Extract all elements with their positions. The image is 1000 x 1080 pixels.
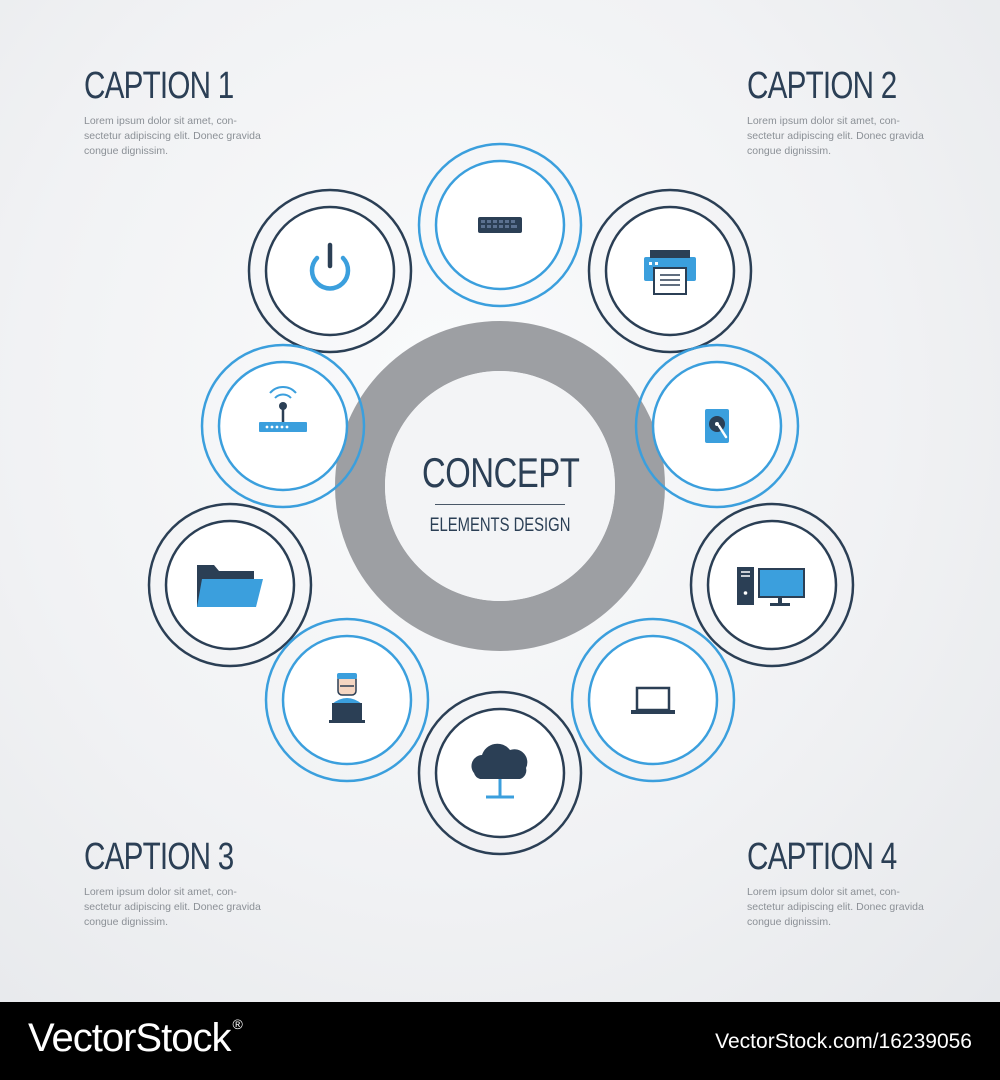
node-programmer [264,617,430,783]
caption-1: CAPTION 1 Lorem ipsum dolor sit amet, co… [84,66,284,159]
desktop-computer-icon [737,567,805,606]
printer-icon [644,250,696,295]
watermark-bar: VectorStock® VectorStock.com/16239056 [0,1002,1000,1080]
node-printer [587,188,753,354]
outer-ring [247,188,413,354]
title-divider [435,504,565,505]
caption-body: Lorem ipsum dolor sit amet, con-sectetur… [747,886,924,928]
center-ring [335,321,665,651]
router-icon [259,386,307,432]
caption-3: CAPTION 3 Lorem ipsum dolor sit amet, co… [84,837,284,930]
caption-body: Lorem ipsum dolor sit amet, con-sectetur… [84,886,261,928]
concept-subtitle: ELEMENTS DESIGN [429,515,571,536]
folder-icon [197,565,263,607]
outer-ring [587,188,753,354]
caption-body: Lorem ipsum dolor sit amet, con-sectetur… [747,115,924,157]
node-hard-drive [634,343,800,509]
power-icon [309,242,351,291]
watermark-url: VectorStock.com/16239056 [715,1030,972,1053]
caption-2: CAPTION 2 Lorem ipsum dolor sit amet, co… [747,66,947,159]
outer-ring [689,502,855,668]
node-keyboard [417,142,583,308]
caption-title: CAPTION 2 [747,65,897,107]
programmer-icon [329,673,365,723]
outer-ring [147,502,313,668]
outer-ring [417,142,583,308]
outer-ring [200,343,366,509]
node-folder [147,502,313,668]
outer-ring [634,343,800,509]
keyboard-icon [478,217,522,233]
infographic-canvas: CAPTION 1 Lorem ipsum dolor sit amet, co… [0,0,1000,1002]
center-disc [385,371,615,601]
caption-body: Lorem ipsum dolor sit amet, con-sectetur… [84,115,261,157]
node-router [200,343,366,509]
inner-ring [264,205,396,337]
outer-ring [570,617,736,783]
caption-title: CAPTION 1 [84,65,234,107]
outer-ring [264,617,430,783]
watermark-logo-text: VectorStock [28,1016,231,1060]
concept-diagram [147,142,855,856]
node-cloud-network [417,690,583,856]
caption-title: CAPTION 4 [747,836,897,878]
node-power [247,188,413,354]
caption-4: CAPTION 4 Lorem ipsum dolor sit amet, co… [747,837,947,930]
registered-mark: ® [232,1016,242,1032]
node-laptop [570,617,736,783]
center-label: CONCEPT ELEMENTS DESIGN [400,448,600,537]
nodes-layer [147,142,855,856]
caption-title: CAPTION 3 [84,836,234,878]
outer-ring [417,690,583,856]
concept-title: CONCEPT [422,449,580,496]
watermark-logo: VectorStock® [28,1016,243,1061]
hard-drive-icon [705,409,729,443]
laptop-icon [631,686,675,714]
cloud-network-icon [471,743,528,799]
node-desktop-computer [689,502,855,668]
